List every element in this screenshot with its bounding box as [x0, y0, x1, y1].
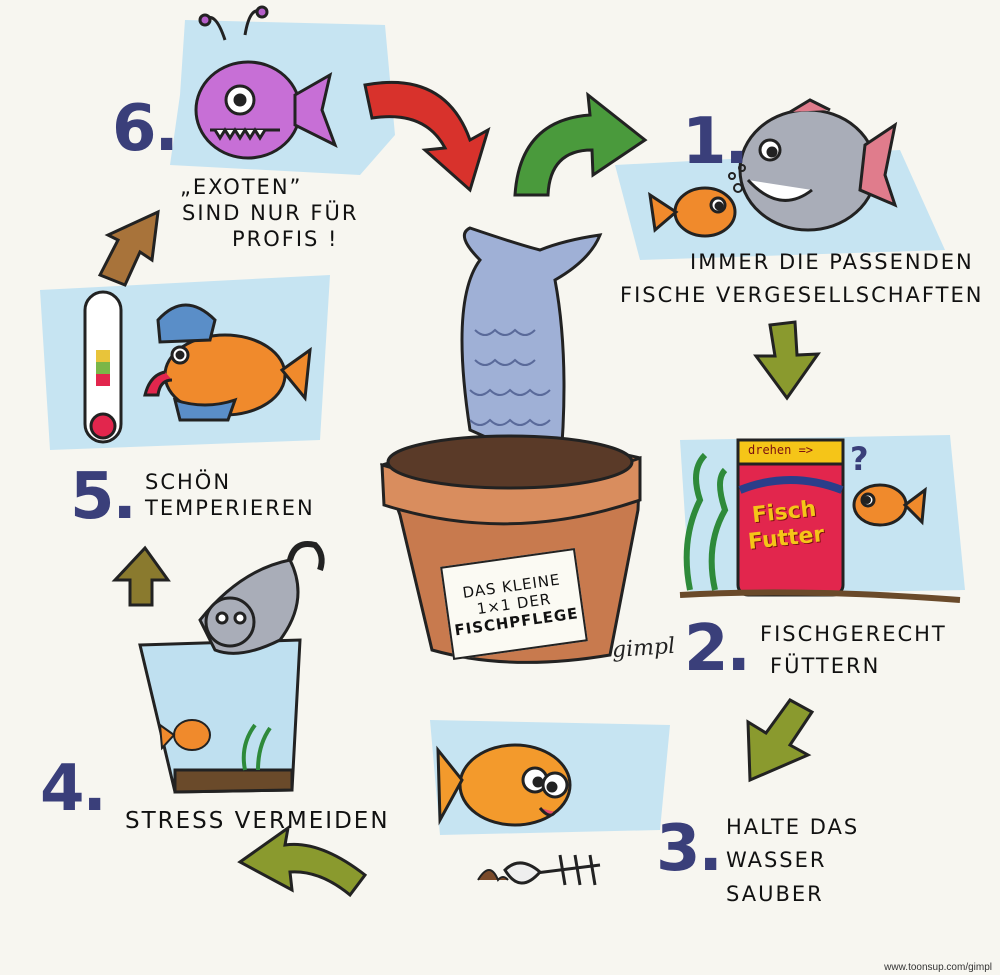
food-can	[736, 438, 845, 597]
step-5-number: 5.	[70, 460, 137, 534]
step-4-number: 4.	[40, 752, 107, 826]
step-4-line1: STRESS VERMEIDEN	[125, 808, 390, 834]
thermometer	[83, 290, 123, 444]
fish-skeleton-icon	[503, 854, 601, 886]
goldfish-step3	[436, 743, 572, 827]
grey-fish	[738, 98, 898, 232]
arrow-step3-left	[237, 824, 368, 898]
small-goldfish-step2	[852, 483, 927, 527]
arrow-red	[363, 80, 491, 193]
arrow-step4-up	[111, 545, 171, 607]
step-5-line2: TEMPERIEREN	[145, 496, 315, 520]
ground-step2	[679, 589, 961, 603]
step-6-line1: „EXOTEN”	[180, 175, 303, 199]
step-1-number: 1.	[682, 105, 749, 179]
arrow-step1-down	[753, 320, 821, 401]
arrow-step2-down	[746, 698, 815, 783]
bubbles-step1	[728, 164, 746, 193]
angler-fish	[194, 5, 338, 160]
step-6-number: 6.	[112, 92, 179, 166]
step-2-number: 2.	[684, 612, 751, 686]
seaweed	[683, 452, 729, 591]
poop-icon	[477, 869, 509, 882]
step-1-line1: IMMER DIE PASSENDEN	[690, 250, 974, 274]
step-6-line3: PROFIS !	[232, 227, 339, 251]
step-5-line1: SCHÖN	[145, 470, 232, 494]
step-3-number: 3.	[656, 812, 723, 886]
credit-url[interactable]: www.toonsup.com/gimpl	[884, 962, 992, 973]
step-3-line1: HALTE DAS	[726, 815, 860, 839]
cold-fish	[143, 303, 312, 422]
step-1-line2: FISCHE VERGESELLSCHAFTEN	[620, 283, 984, 307]
step-3-line3: SAUBER	[726, 882, 824, 906]
step-2-line2: FÜTTERN	[770, 654, 881, 678]
cat	[198, 541, 325, 655]
step-2-line1: FISCHGERECHT	[760, 622, 947, 646]
arrow-step5-up	[97, 209, 160, 287]
can-top-label: drehen =>	[748, 443, 814, 457]
glass-plant	[241, 723, 272, 771]
question-mark-icon: ?	[850, 440, 869, 478]
pot-label: DAS KLEINE 1×1 DER FISCHPFLEGE	[440, 547, 588, 661]
step-6-line2: SIND NUR FÜR	[182, 201, 359, 225]
step-3-line2: WASSER	[726, 848, 827, 872]
fish-glass	[138, 638, 302, 794]
glass-goldfish	[158, 719, 211, 751]
artist-signature: gimpl	[611, 633, 676, 664]
arrow-green	[513, 91, 648, 197]
small-goldfish-step1	[648, 186, 737, 238]
